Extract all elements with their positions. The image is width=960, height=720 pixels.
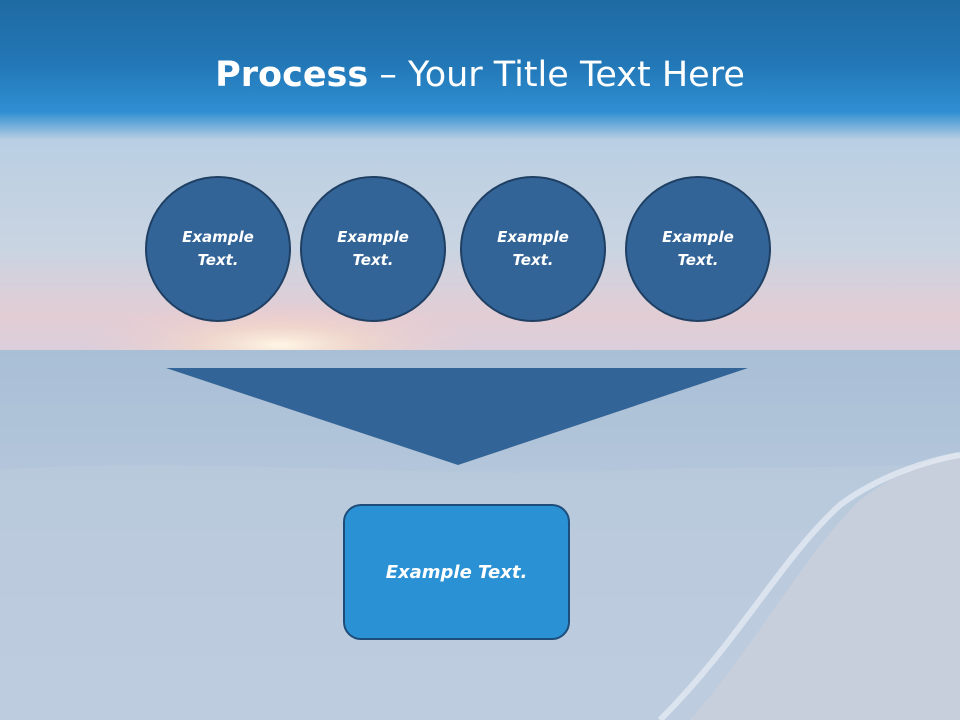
result-label: Example Text. bbox=[385, 561, 528, 583]
page-title: Process – Your Title Text Here bbox=[0, 52, 960, 98]
funnel-triangle bbox=[166, 368, 748, 465]
step-4-label: Example Text. bbox=[662, 228, 734, 269]
step-1-label: Example Text. bbox=[182, 228, 254, 269]
title-bar bbox=[0, 0, 960, 140]
result-box: Example Text. bbox=[343, 504, 570, 640]
process-step-2: Example Text. bbox=[300, 176, 446, 322]
step-3-label: Example Text. bbox=[497, 228, 569, 269]
process-step-4: Example Text. bbox=[625, 176, 771, 322]
step-2-label: Example Text. bbox=[337, 228, 409, 269]
process-step-3: Example Text. bbox=[460, 176, 606, 322]
process-step-1: Example Text. bbox=[145, 176, 291, 322]
title-rest: – Your Title Text Here bbox=[368, 55, 745, 95]
title-bold: Process bbox=[215, 55, 369, 95]
